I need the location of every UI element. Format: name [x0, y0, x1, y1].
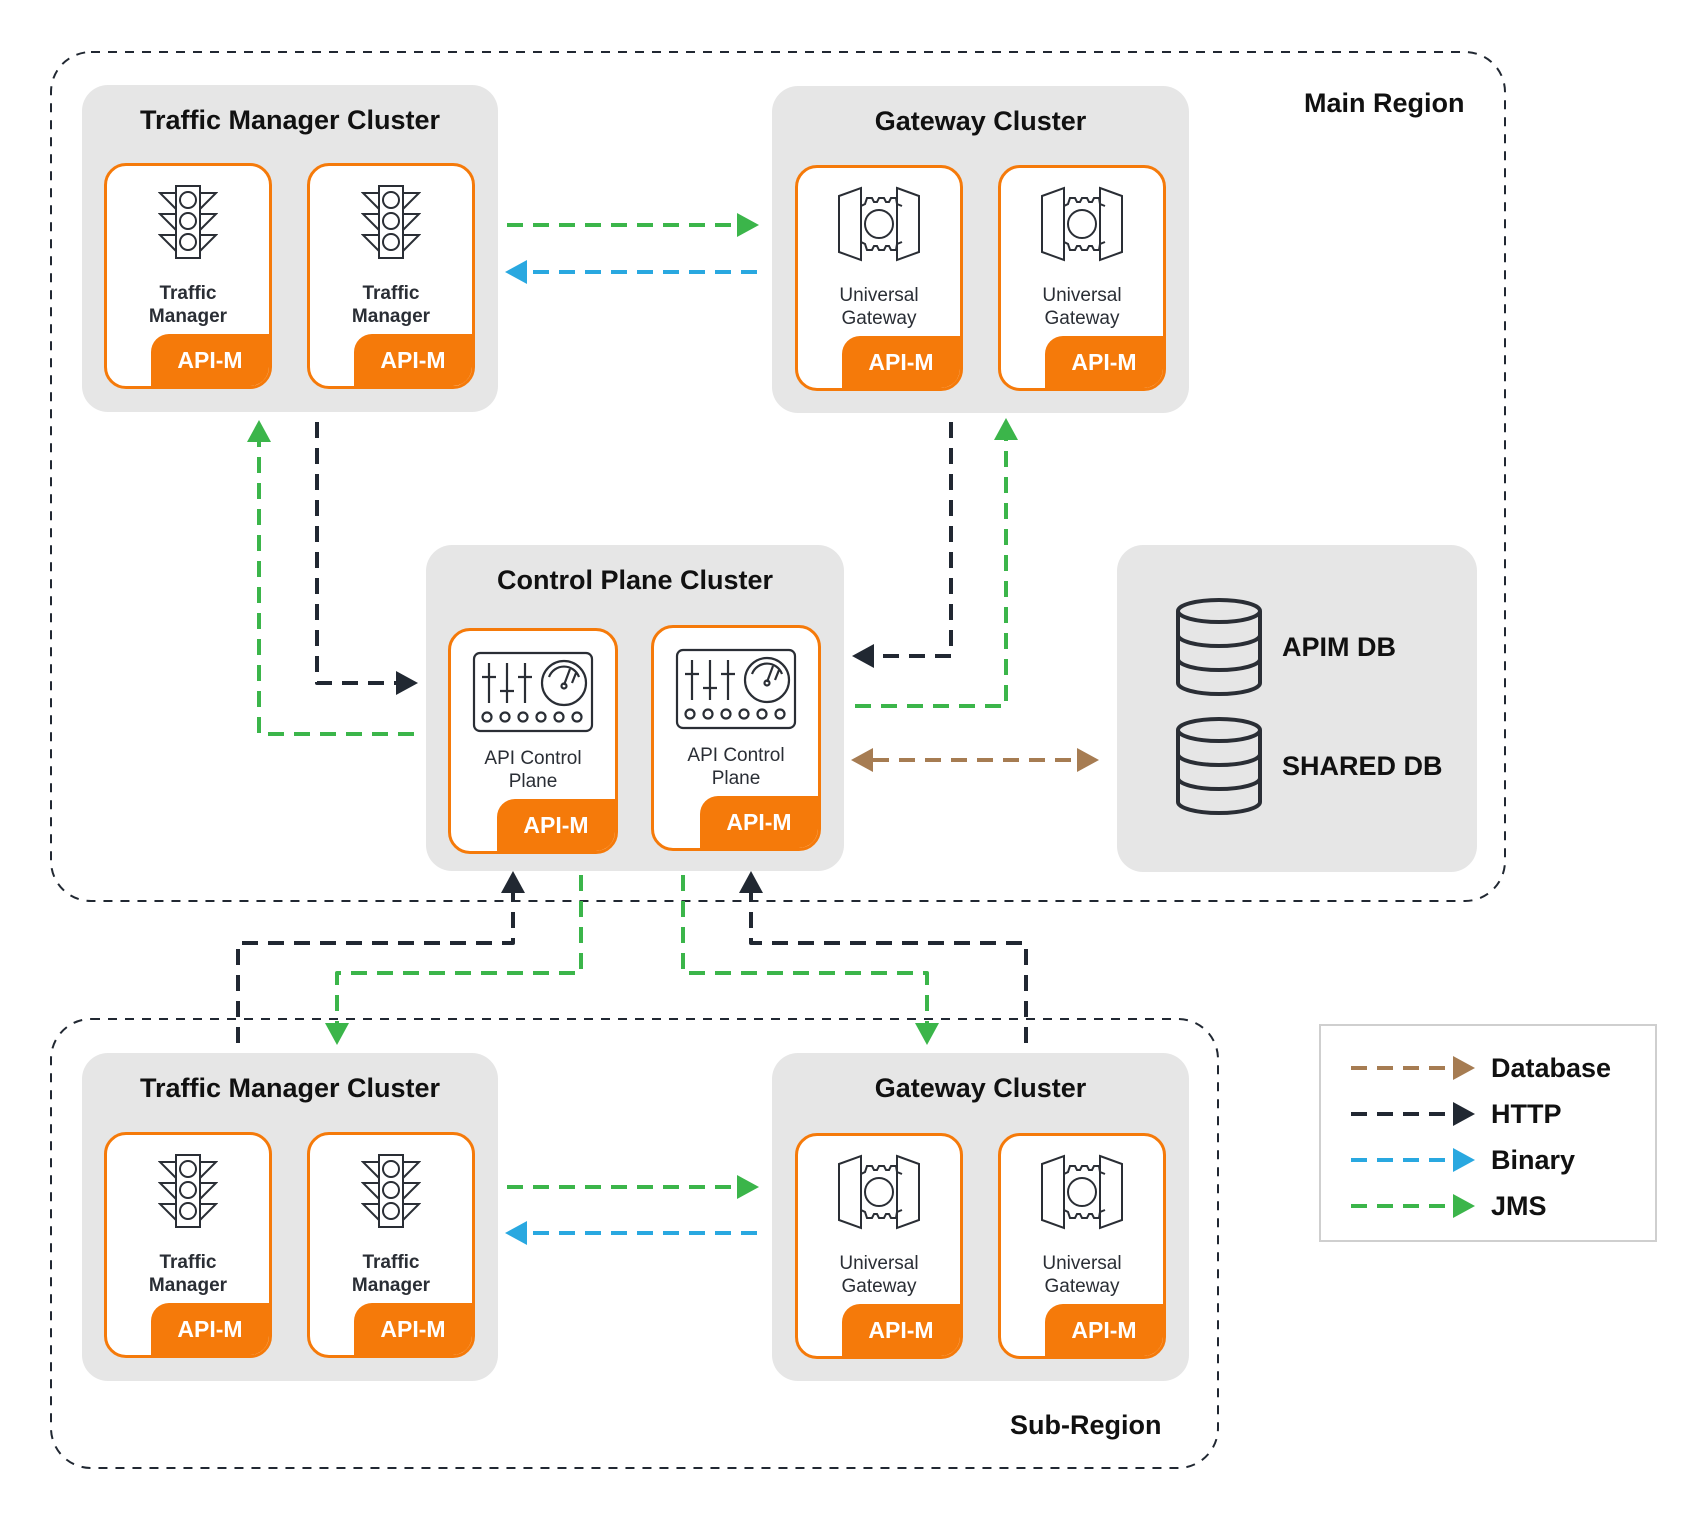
api-m-badge: API-M [151, 1303, 269, 1355]
api-m-badge: API-M [354, 334, 472, 386]
legend-label: Database [1491, 1052, 1612, 1083]
main-region-label: Main Region [1304, 88, 1465, 118]
legend-item-jms: JMS [1351, 1186, 1547, 1226]
connection-database [851, 748, 1099, 772]
connection-line [236, 893, 515, 1043]
connection-jms [855, 418, 1018, 708]
legend-item-database: Database [1351, 1048, 1611, 1088]
connection-binary [505, 260, 757, 284]
cluster-title: Control Plane Cluster [496, 565, 774, 595]
arrowhead [915, 1023, 939, 1045]
cluster-title: Gateway Cluster [874, 106, 1087, 136]
connection-binary [505, 1221, 757, 1245]
arrowhead [325, 1023, 349, 1045]
legend-arrow-binary [1351, 1148, 1475, 1172]
legend-label: JMS [1491, 1190, 1547, 1221]
api-m-badge: API-M [842, 336, 960, 388]
arrowhead [1077, 748, 1099, 772]
connection-http [739, 871, 1028, 1043]
shared-db-label: SHARED DB [1282, 751, 1443, 781]
cluster-title: Traffic Manager Cluster [139, 105, 441, 135]
legend-arrow-http [1351, 1102, 1475, 1126]
api-m-badge: API-M [354, 1303, 472, 1355]
database-panel[interactable]: APIM DB SHARED DB [1117, 545, 1477, 872]
legend-item-binary: Binary [1351, 1140, 1575, 1180]
connection-jms [507, 213, 759, 237]
connection-line [335, 875, 583, 1023]
connection-jms [247, 420, 414, 736]
arrowhead [852, 644, 874, 668]
connection-jms [681, 875, 939, 1045]
api-m-badge: API-M [842, 1304, 960, 1356]
legend-arrow-database [1351, 1056, 1475, 1080]
connection-jms [507, 1175, 759, 1199]
cluster-title: Traffic Manager Cluster [139, 1073, 441, 1103]
connection-jms [325, 875, 583, 1045]
arrowhead [501, 871, 525, 893]
cluster-title: Gateway Cluster [874, 1073, 1087, 1103]
connection-line [681, 875, 929, 1023]
api-m-badge: API-M [151, 334, 269, 386]
arrowhead [737, 213, 759, 237]
legend-label: HTTP [1491, 1098, 1562, 1129]
connection-http [852, 422, 953, 668]
api-m-badge: API-M [497, 799, 615, 851]
connection-http [315, 422, 418, 695]
sub-region-border [50, 1018, 1219, 1469]
arrowhead [994, 418, 1018, 440]
api-m-badge: API-M [1045, 1304, 1163, 1356]
apim-db-label: APIM DB [1282, 632, 1396, 662]
arrowhead [247, 420, 271, 442]
arrowhead [739, 871, 763, 893]
connection-line [855, 440, 1008, 708]
connection-line [749, 893, 1028, 1043]
legend-item-http: HTTP [1351, 1094, 1562, 1134]
connection-http [236, 871, 525, 1043]
sub-region-label: Sub-Region [1010, 1410, 1162, 1440]
arrowhead [396, 671, 418, 695]
legend: Database HTTP Binary JMS [1319, 1024, 1657, 1242]
arrowhead [505, 260, 527, 284]
arrowhead [737, 1175, 759, 1199]
connection-line [874, 422, 953, 658]
arrowhead [851, 748, 873, 772]
connection-line [315, 422, 396, 685]
main-region-border [50, 51, 1506, 902]
api-m-badge: API-M [700, 796, 818, 848]
arrowhead [505, 1221, 527, 1245]
legend-label: Binary [1491, 1144, 1576, 1175]
connection-line [257, 442, 414, 736]
legend-arrow-jms [1351, 1194, 1475, 1218]
api-m-badge: API-M [1045, 336, 1163, 388]
